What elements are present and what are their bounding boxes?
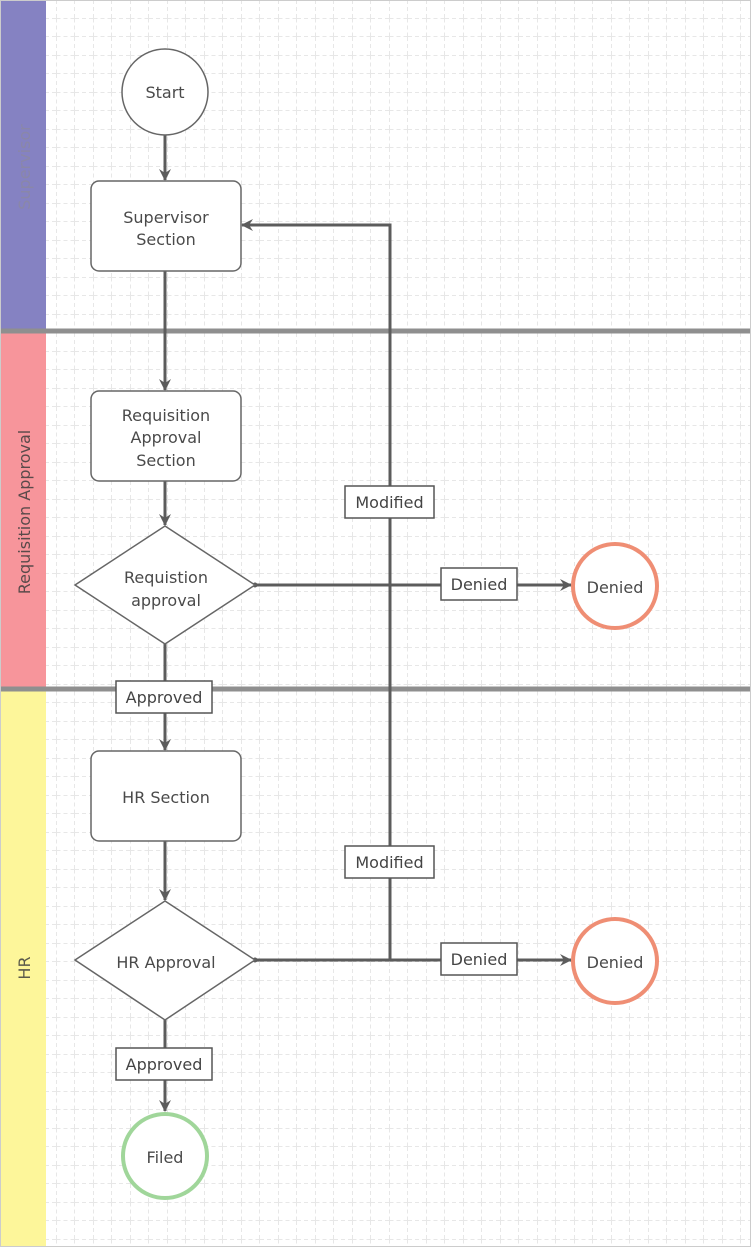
connector-modified-loop (241, 219, 392, 960)
connector-label-approved[interactable]: Approved (115, 680, 213, 714)
connector-label-modified[interactable]: Modified (344, 845, 435, 879)
requisition-section-node[interactable]: Requisition Approval Section (90, 390, 242, 482)
start-node[interactable]: Start (121, 48, 209, 136)
connector-label-approved-text: Approved (126, 1055, 203, 1074)
denied-end-node[interactable]: Denied (571, 542, 659, 630)
denied-end-label: Denied (587, 953, 644, 972)
filed-end-node[interactable]: Filed (121, 1112, 209, 1200)
connector-label-denied-text: Denied (451, 950, 508, 969)
requisition-decision-node[interactable]: Requistion approval (73, 525, 257, 645)
hr-section-label: HR Section (122, 788, 210, 807)
connector-label-approved[interactable]: Approved (115, 1047, 213, 1081)
hr-lane-band (0, 689, 46, 1247)
denied-end-node[interactable]: Denied (571, 917, 659, 1005)
requisition-decision-label-line: approval (131, 591, 201, 610)
lane-title-supervisor: Supervisor (15, 124, 34, 210)
supervisor-section-label-line: Supervisor (123, 208, 209, 227)
requisition-lane-band (0, 331, 46, 689)
supervisor-lane-band (0, 0, 46, 331)
hr-decision-label: HR Approval (116, 953, 215, 972)
connector-label-approved-text: Approved (126, 688, 203, 707)
connector-label-modified-text: Modified (355, 853, 423, 872)
denied-end-label: Denied (587, 578, 644, 597)
connector-label-modified-text: Modified (355, 493, 423, 512)
supervisor-section-node[interactable]: Supervisor Section (90, 180, 242, 272)
filed-end-label: Filed (147, 1148, 184, 1167)
supervisor-section-label-line: Section (136, 230, 195, 249)
requisition-section-label-line: Requisition (122, 406, 210, 425)
lane-title-hr: HR (15, 956, 34, 979)
start-node-label: Start (145, 83, 184, 102)
connector-label-denied-text: Denied (451, 575, 508, 594)
hr-decision-node[interactable]: HR Approval (73, 900, 257, 1021)
connector-label-denied[interactable]: Denied (440, 567, 518, 601)
requisition-decision-label-line: Requistion (124, 568, 208, 587)
lane-title-requisition: Requisition Approval (15, 430, 34, 595)
requisition-section-label-line: Approval (131, 428, 202, 447)
hr-section-node[interactable]: HR Section (90, 750, 242, 842)
connector-label-modified[interactable]: Modified (344, 485, 435, 519)
requisition-section-label-line: Section (136, 451, 195, 470)
connector-label-denied[interactable]: Denied (440, 942, 518, 976)
